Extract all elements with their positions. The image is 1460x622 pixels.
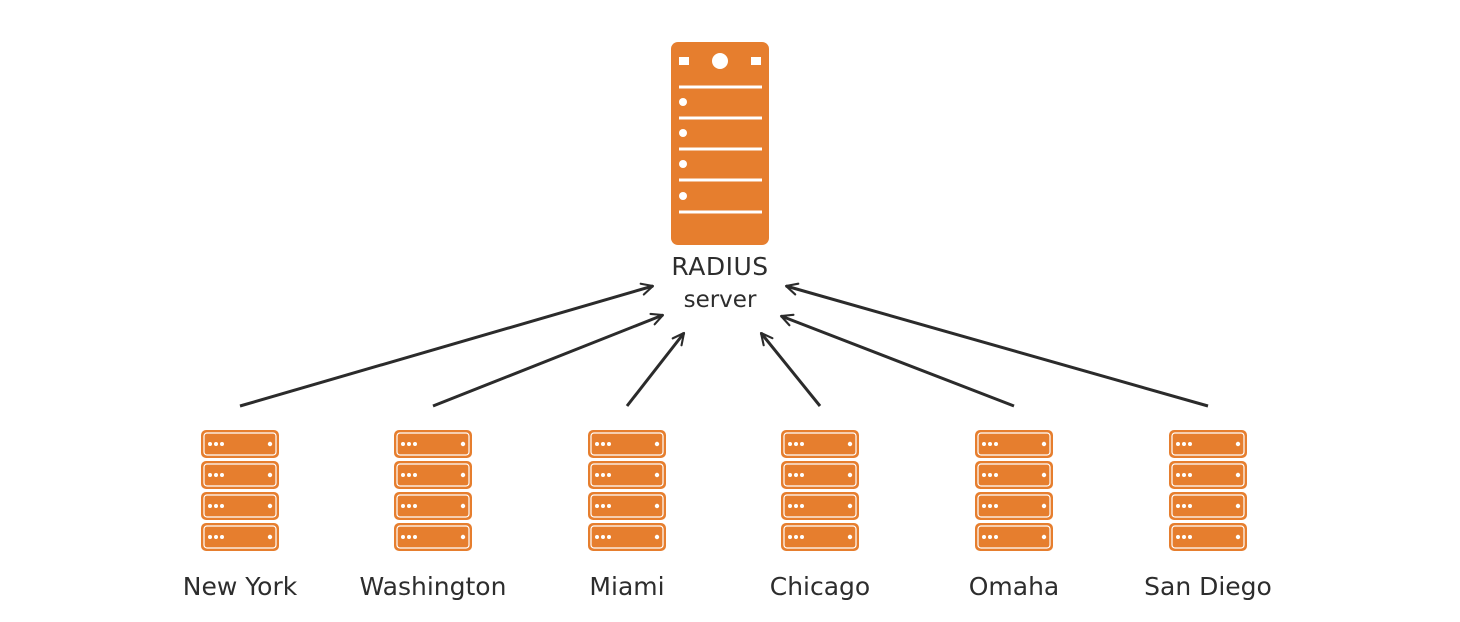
server-rack-icon [1169, 430, 1247, 551]
server-rack-icon [201, 430, 279, 551]
arrow-san-diego [784, 282, 1209, 408]
server-rack-icon [588, 430, 666, 551]
server-rack-icon [394, 430, 472, 551]
connection-arrows [239, 282, 1209, 408]
arrow-omaha [779, 313, 1015, 408]
arrow-chicago [759, 331, 822, 407]
radius-label: RADIUS [671, 252, 769, 281]
city-label-omaha: Omaha [968, 572, 1060, 601]
city-label-washington: Washington [359, 572, 507, 601]
city-label-chicago: Chicago [769, 572, 871, 601]
city-label-miami: Miami [589, 572, 665, 601]
server-rack-icon [975, 430, 1053, 551]
radius-server-icon [671, 42, 769, 245]
city-label-san-diego: San Diego [1144, 572, 1272, 601]
city-label-new-york: New York [182, 572, 298, 601]
arrow-washington [432, 312, 665, 408]
branch-servers [201, 430, 1247, 551]
server-rack-icon [781, 430, 859, 551]
server-label: server [683, 287, 757, 313]
arrow-miami [625, 331, 686, 407]
arrow-new-york [239, 282, 655, 408]
